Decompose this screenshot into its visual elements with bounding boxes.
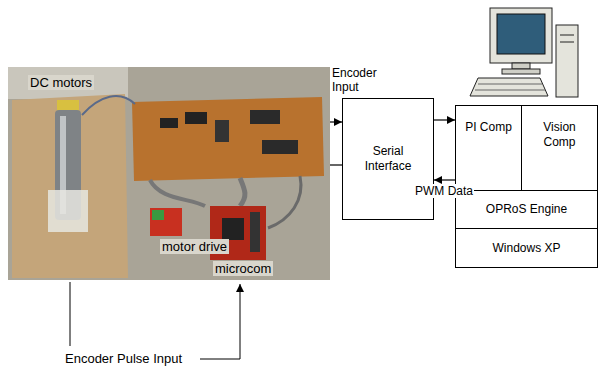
- chip: [222, 218, 244, 240]
- motor-drive-board: [150, 208, 182, 236]
- connector: [262, 140, 298, 154]
- connector-arrow: [434, 179, 455, 180]
- terminal-block: [152, 210, 164, 220]
- layer-box: OPRoS Engine: [455, 190, 598, 229]
- wire: [268, 176, 301, 228]
- interface-box: Serial Interface: [342, 98, 434, 220]
- node-label: OPRoS Engine: [486, 202, 567, 217]
- photo-wall: [8, 67, 128, 99]
- ribbon-cable: [150, 180, 205, 206]
- layer-box: Windows XP: [455, 228, 598, 268]
- photo-ground: [8, 67, 330, 280]
- connector-arrow: [434, 119, 455, 120]
- node-label: PI Comp: [465, 120, 512, 135]
- edge-label: Encoder Input: [331, 66, 391, 95]
- chip: [215, 120, 229, 142]
- node-label: DC motors: [28, 75, 94, 90]
- node-label: Vision Comp: [526, 120, 593, 150]
- pcb-board: [132, 97, 324, 181]
- signal-label: Encoder Pulse Input: [65, 351, 182, 367]
- connector-arrow: [330, 164, 342, 165]
- pc-tower: [556, 25, 578, 97]
- component-box: Vision Comp: [521, 105, 598, 191]
- wire: [82, 96, 135, 115]
- screen: [497, 14, 545, 54]
- component-box: PI Comp: [455, 105, 522, 191]
- monitor: [490, 8, 552, 63]
- connector: [250, 110, 280, 124]
- drive-slot: [560, 42, 574, 43]
- monitor-stand: [512, 63, 530, 69]
- node-label: Serial Interface: [357, 144, 419, 174]
- node-label: microcom: [213, 261, 273, 276]
- node-label: motor drive: [160, 239, 229, 254]
- keyboard: [470, 78, 548, 96]
- edge-label: PWM Data: [414, 184, 474, 198]
- chip: [160, 118, 178, 128]
- signal-wire: [200, 284, 240, 359]
- connector-arrow: [330, 121, 342, 122]
- ribbon-cable: [240, 178, 245, 206]
- header: [250, 212, 260, 252]
- wooden-board: [12, 94, 128, 278]
- drive-slot: [560, 35, 574, 36]
- motor-wrap: [48, 190, 88, 232]
- signal-wire: [70, 282, 71, 346]
- node-label: Windows XP: [492, 241, 560, 256]
- monitor-base: [502, 69, 540, 74]
- chip: [185, 112, 207, 124]
- keyboard-keys: [475, 84, 545, 90]
- photo-panel: DC motors motor drive microcom: [8, 67, 330, 280]
